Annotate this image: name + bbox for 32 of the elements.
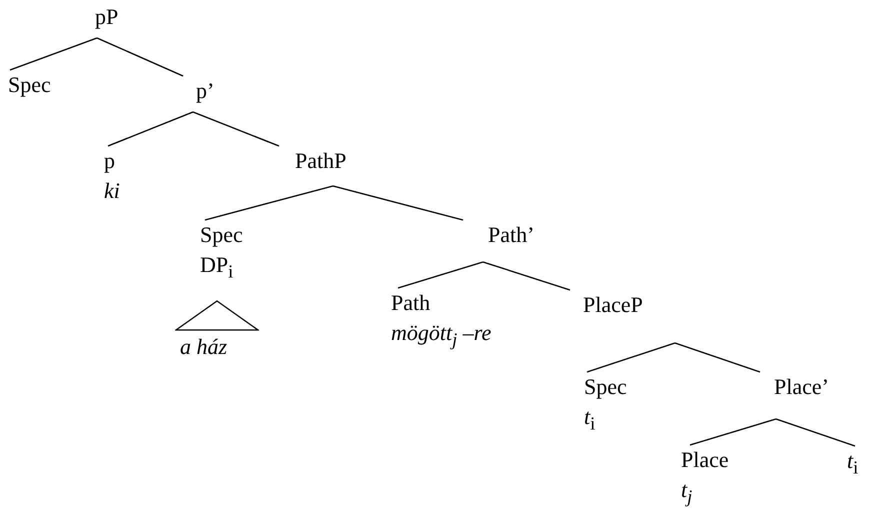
- node-label: t$_{i}$: [847, 447, 860, 480]
- node-sublabel: t$_{j}$: [681, 476, 694, 508]
- tree-branch: [674, 342, 760, 373]
- tree-branch: [192, 111, 280, 147]
- node-label: Spec: [584, 373, 628, 401]
- node-label: Place’: [774, 373, 830, 401]
- tree-branch: [108, 111, 194, 147]
- node-label: p: [104, 147, 116, 175]
- node-label: Path: [391, 289, 432, 317]
- tree-branch: [10, 37, 98, 71]
- triangle-symbol: [175, 300, 259, 331]
- node-label: Spec: [200, 221, 244, 249]
- node-label: PlaceP: [583, 291, 644, 319]
- node-sublabel: ki: [104, 177, 121, 205]
- tree-branch: [332, 185, 464, 221]
- tree-branch: [776, 418, 856, 447]
- node-label: pP: [95, 3, 120, 31]
- tree-branch: [398, 261, 484, 289]
- tree-branch: [690, 418, 776, 446]
- node-label: PathP: [295, 147, 348, 175]
- terminal-label: a ház: [180, 333, 228, 361]
- tree-branch: [204, 185, 334, 221]
- node-sublabel: DP$_{i}$: [200, 251, 234, 284]
- tree-branch: [586, 342, 676, 373]
- node-sublabel: t$_{i}$: [584, 403, 596, 436]
- node-label: Place: [681, 446, 730, 474]
- node-label: p’: [196, 77, 216, 105]
- tree-branch: [482, 261, 570, 291]
- node-sublabel: mögött$_{j}$ –re: [391, 319, 492, 352]
- node-label: Path’: [488, 221, 536, 249]
- tree-branch: [96, 37, 184, 77]
- node-label: Spec: [8, 71, 52, 99]
